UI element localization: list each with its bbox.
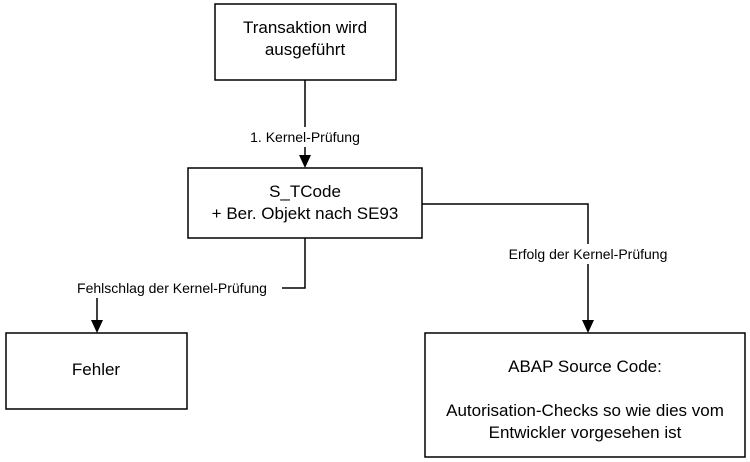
edge-success-label: Erfolg der Kernel-Prüfung <box>509 246 668 262</box>
edge-kernel-check-arrowhead <box>299 155 311 168</box>
edge-failure-label: Fehlschlag der Kernel-Prüfung <box>77 280 267 296</box>
edge-kernel-check-label-bg <box>240 127 370 147</box>
node-transaction-line1: Transaktion wird <box>243 18 367 37</box>
edge-failure-label-bg <box>64 278 282 298</box>
node-abap-line3: Entwickler vorgesehen ist <box>489 423 682 442</box>
edge-success-label-bg <box>497 244 679 264</box>
edge-kernel-check: 1. Kernel-Prüfung <box>240 80 370 168</box>
edge-failure-arrowhead <box>91 320 103 333</box>
node-check-line1: S_TCode <box>269 182 341 201</box>
node-error-line1: Fehler <box>72 360 121 379</box>
edge-success: Erfolg der Kernel-Prüfung <box>422 203 679 333</box>
node-check: S_TCode + Ber. Objekt nach SE93 <box>187 167 423 239</box>
edge-kernel-check-label: 1. Kernel-Prüfung <box>250 129 360 145</box>
edge-success-arrowhead <box>582 320 594 333</box>
edge-failure: Fehlschlag der Kernel-Prüfung <box>64 238 306 333</box>
node-abap-line2: Autorisation-Checks so wie dies vom <box>446 401 724 420</box>
edge-success-line <box>422 203 589 320</box>
node-abap-line1: ABAP Source Code: <box>508 357 662 376</box>
node-error: Fehler <box>5 332 188 410</box>
node-transaction: Transaktion wird ausgeführt <box>214 3 397 81</box>
node-check-box <box>187 167 423 239</box>
node-check-line2: + Ber. Objekt nach SE93 <box>212 204 399 223</box>
node-transaction-box <box>214 3 397 81</box>
node-error-box <box>5 332 188 410</box>
node-transaction-line2: ausgeführt <box>265 40 346 59</box>
node-abap: ABAP Source Code: Autorisation-Checks so… <box>424 332 746 458</box>
node-abap-box <box>424 332 746 458</box>
